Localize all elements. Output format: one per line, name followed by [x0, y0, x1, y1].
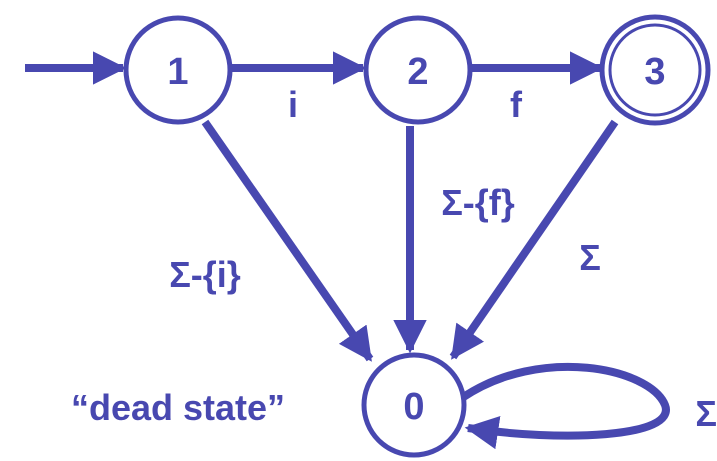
edge-labels: i f Σ-{i} Σ-{f} Σ Σ: [169, 84, 717, 434]
state-2-circle: [363, 15, 473, 125]
state-2: 2: [363, 15, 473, 125]
state-0: 0: [361, 352, 467, 458]
label-3-to-0: Σ: [579, 237, 601, 278]
dead-state-annotation: “dead state”: [71, 387, 285, 428]
label-2-to-0: Σ-{f}: [441, 182, 515, 223]
state-0-circle: [361, 352, 467, 458]
state-3-inner-circle: [608, 23, 702, 117]
state-3: 3: [599, 14, 711, 126]
transitions: [25, 51, 670, 450]
label-2-to-3: f: [510, 84, 523, 125]
label-0-self-loop: Σ: [695, 393, 717, 434]
state-1-label: 1: [167, 51, 188, 93]
edge-1-to-0: [201, 119, 374, 362]
label-1-to-2: i: [288, 84, 298, 125]
state-0-label: 0: [403, 386, 424, 428]
edge-3-to-0: [449, 119, 619, 360]
state-1: 1: [123, 15, 233, 125]
state-1-circle: [123, 15, 233, 125]
edge-0-self-loop: [459, 362, 670, 450]
state-3-label: 3: [644, 51, 665, 93]
state-2-label: 2: [407, 51, 428, 93]
label-1-to-0: Σ-{i}: [169, 254, 241, 295]
